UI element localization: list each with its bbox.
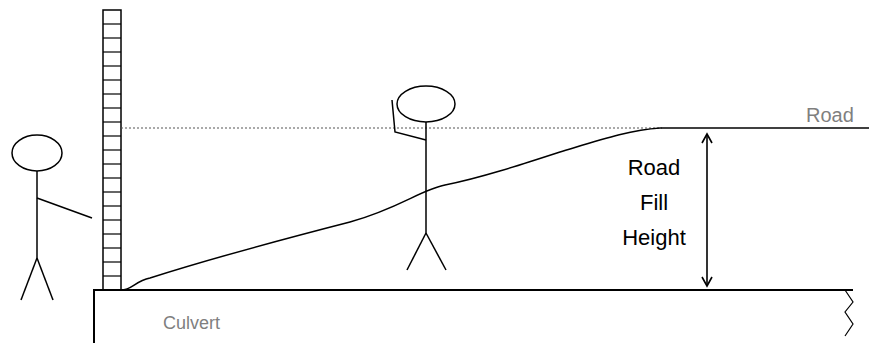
dimension-arrow [706,134,708,286]
fill-height-label: Road Fill Height [608,150,700,255]
sight-line [121,127,662,128]
surveyor-figure [392,86,455,270]
rod-holder-figure [12,135,92,300]
fill-slope [121,128,660,290]
leveling-rod [103,10,121,290]
culvert-box: Culvert [93,289,853,343]
culvert-label: Culvert [163,313,220,334]
break-symbol [845,290,853,336]
road-line [660,127,869,129]
road-label: Road [806,104,854,127]
